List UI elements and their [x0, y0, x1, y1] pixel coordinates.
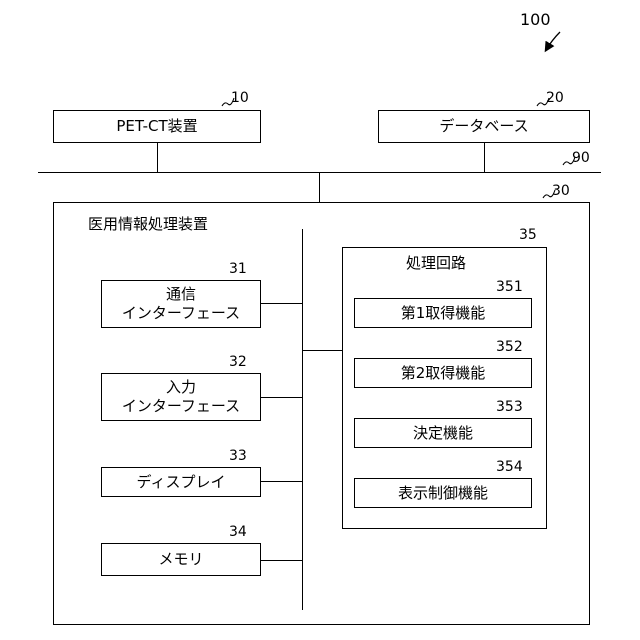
- memory-label: メモリ: [158, 550, 203, 569]
- database-ref: 20: [546, 90, 564, 106]
- apparatus-title: 医用情報処理装置: [88, 215, 208, 234]
- input-interface-line1: 入力: [166, 378, 196, 397]
- first-acquisition-function-box: 第1取得機能: [354, 298, 532, 328]
- processing-circuit-connector: [302, 350, 343, 351]
- communication-interface-box: 通信 インターフェース: [101, 280, 261, 328]
- processing-circuit-title: 処理回路: [406, 254, 466, 273]
- display-control-function-ref: 354: [496, 459, 523, 475]
- determination-function-box: 決定機能: [354, 418, 532, 448]
- display-ref: 33: [229, 448, 247, 464]
- pet-ct-device-box: PET-CT装置: [53, 110, 261, 143]
- determination-function-label: 決定機能: [413, 424, 473, 443]
- pet-ct-connector: [157, 142, 158, 173]
- pet-ct-device-label: PET-CT装置: [116, 117, 197, 136]
- second-acquisition-function-label: 第2取得機能: [401, 364, 486, 383]
- communication-interface-line2: インターフェース: [122, 304, 240, 323]
- memory-box: メモリ: [101, 543, 261, 576]
- determination-function-ref: 353: [496, 399, 523, 415]
- first-acquisition-function-label: 第1取得機能: [401, 304, 486, 323]
- input-interface-line2: インターフェース: [122, 397, 240, 416]
- processing-circuit-ref: 35: [519, 227, 537, 243]
- display-control-function-label: 表示制御機能: [398, 484, 488, 503]
- internal-bus-line: [302, 229, 303, 610]
- second-acquisition-function-ref: 352: [496, 339, 523, 355]
- memory-ref: 34: [229, 524, 247, 540]
- figure-ref-arrow: [546, 32, 560, 50]
- apparatus-ref: 30: [552, 183, 570, 199]
- first-acquisition-function-ref: 351: [496, 279, 523, 295]
- display-connector: [260, 481, 303, 482]
- input-interface-connector: [260, 397, 303, 398]
- apparatus-connector: [319, 172, 320, 203]
- communication-interface-ref: 31: [229, 261, 247, 277]
- communication-interface-line1: 通信: [166, 285, 196, 304]
- input-interface-ref: 32: [229, 354, 247, 370]
- memory-connector: [260, 560, 303, 561]
- second-acquisition-function-box: 第2取得機能: [354, 358, 532, 388]
- database-connector: [484, 142, 485, 173]
- display-control-function-box: 表示制御機能: [354, 478, 532, 508]
- display-box: ディスプレイ: [101, 467, 261, 497]
- display-label: ディスプレイ: [137, 473, 226, 492]
- database-label: データベース: [439, 117, 528, 136]
- pet-ct-ref: 10: [231, 90, 249, 106]
- database-box: データベース: [378, 110, 590, 143]
- communication-interface-connector: [260, 303, 303, 304]
- input-interface-box: 入力 インターフェース: [101, 373, 261, 421]
- network-ref: 90: [572, 150, 590, 166]
